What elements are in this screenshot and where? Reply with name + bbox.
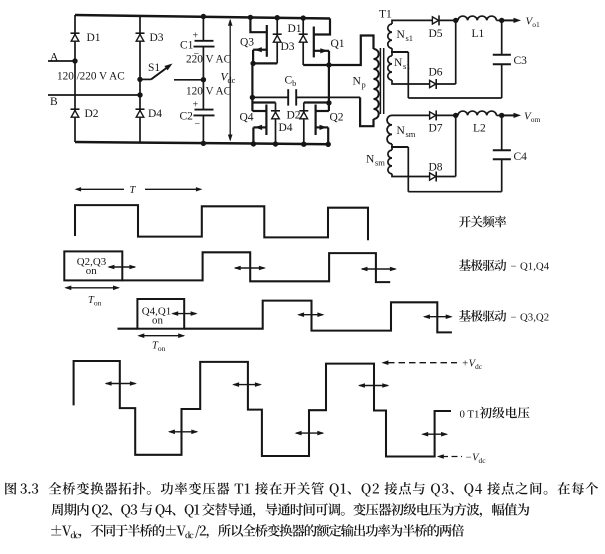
svg-text:D3: D3	[281, 41, 295, 53]
svg-text:+: +	[193, 100, 199, 111]
svg-text:Q3,Q2: Q3,Q2	[520, 311, 549, 323]
svg-text:N: N	[353, 76, 362, 88]
svg-text:D5: D5	[429, 28, 443, 40]
svg-text:S1: S1	[148, 62, 160, 74]
svg-text:220: 220	[186, 53, 203, 65]
svg-text:D6: D6	[429, 67, 443, 79]
svg-text:C3: C3	[514, 55, 528, 67]
svg-text:120: 120	[186, 86, 203, 98]
svg-text:D4: D4	[279, 122, 293, 134]
svg-text:Ton: Ton	[152, 341, 166, 354]
svg-text:Ton: Ton	[88, 295, 102, 308]
svg-text:Q1,Q4: Q1,Q4	[520, 261, 550, 273]
svg-text:D7: D7	[429, 123, 443, 135]
svg-text:+Vdc: +Vdc	[462, 359, 483, 372]
svg-text:N: N	[394, 57, 403, 69]
svg-text:sm: sm	[375, 158, 385, 168]
svg-text:−: −	[511, 312, 517, 323]
svg-text:Cb: Cb	[285, 75, 297, 89]
svg-text:D4: D4	[148, 108, 162, 120]
svg-text:D8: D8	[429, 162, 443, 174]
svg-text:on: on	[152, 314, 163, 326]
svg-text:B: B	[50, 96, 58, 108]
svg-text:s1: s1	[406, 33, 414, 43]
svg-text:120 /220 V AC: 120 /220 V AC	[57, 71, 125, 83]
svg-text:D2: D2	[85, 108, 99, 120]
svg-text:L2: L2	[473, 123, 486, 135]
svg-text:V AC: V AC	[206, 53, 232, 65]
svg-text:D3: D3	[150, 32, 164, 44]
svg-text:N: N	[397, 125, 406, 137]
svg-text:−Vdc: −Vdc	[465, 452, 486, 465]
svg-text:−: −	[194, 49, 200, 60]
svg-text:V AC: V AC	[206, 86, 232, 98]
svg-text:s1: s1	[403, 61, 411, 71]
svg-text:C2: C2	[180, 111, 194, 123]
svg-text:Q4: Q4	[240, 112, 254, 124]
svg-text:A: A	[50, 52, 59, 64]
svg-text:−: −	[195, 119, 201, 130]
svg-text:D1: D1	[288, 23, 302, 35]
svg-text:N: N	[397, 29, 406, 41]
svg-text:sm: sm	[406, 129, 416, 139]
svg-text:T: T	[130, 185, 137, 196]
svg-text:Q3: Q3	[240, 37, 254, 49]
svg-text:L1: L1	[472, 28, 485, 40]
svg-text:C1: C1	[180, 40, 194, 52]
svg-text:T1: T1	[379, 9, 392, 21]
svg-text:on: on	[86, 265, 97, 277]
svg-text:Q2,Q3: Q2,Q3	[77, 256, 107, 268]
svg-text:Q1: Q1	[331, 38, 345, 50]
svg-text:−: −	[511, 262, 517, 273]
svg-text:Q2: Q2	[330, 112, 344, 124]
svg-text:Q4,Q1: Q4,Q1	[142, 305, 171, 317]
svg-text:D2: D2	[287, 110, 301, 122]
svg-text:C4: C4	[514, 151, 528, 163]
svg-text:N: N	[366, 154, 375, 166]
svg-text:D1: D1	[87, 32, 101, 44]
svg-text:0 T1: 0 T1	[460, 408, 480, 420]
svg-text:p: p	[362, 80, 366, 90]
svg-text:+: +	[193, 31, 199, 42]
